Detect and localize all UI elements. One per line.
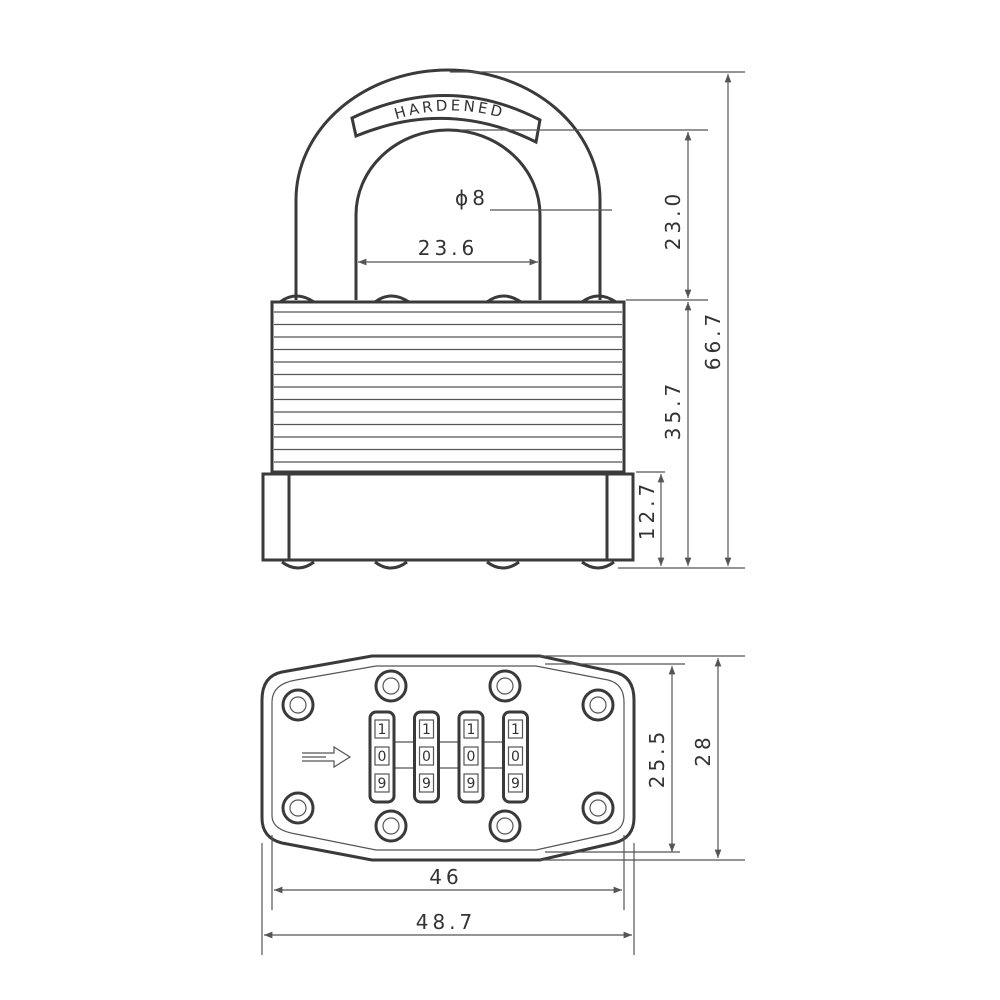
combination-dial[interactable]: 1 0 9 [368,710,396,804]
dim-total-height: 66.7 [701,74,732,566]
bottom-view: 1 0 9 1 0 9 1 0 9 1 0 9 25.5 28 46 [260,654,745,955]
dial-digit-top: 1 [467,722,476,738]
dim-shackle-inner-width: 23.6 [358,236,538,266]
dial-window [507,746,524,766]
hardened-band: HARDENED [350,94,542,145]
dim-depth-outer: 28 [691,658,722,858]
base-plate-outline [260,654,636,862]
rivet-icon [374,669,408,703]
dim-depth-inner: 25.5 [645,666,676,852]
dial-digit-bottom: 9 [378,776,387,792]
front-view: HARDENED ϕ8 [261,68,745,570]
dial-digit-middle: 0 [511,749,520,765]
shackle [294,68,602,300]
rivet-icon [281,791,315,825]
dim-width-outer: 48.7 [264,910,632,939]
laminated-body [270,300,626,474]
dial-digit-middle: 0 [422,749,431,765]
svg-text:66.7: 66.7 [701,310,725,371]
body-base [261,472,635,562]
dial-window [374,746,390,766]
dim-shackle-clearance: 23.0 [661,132,692,298]
extension-lines-bottom [261,655,745,955]
dial-window [507,773,524,793]
svg-text:ϕ8: ϕ8 [455,186,489,210]
svg-text:25.5: 25.5 [645,728,669,789]
dial-window [418,719,435,739]
dim-body-height: 35.7 [661,302,692,566]
combination-dial[interactable]: 1 0 9 [457,710,485,804]
rivet-icon [488,669,522,703]
dial-digit-middle: 0 [467,749,476,765]
top-bolts [279,294,617,304]
svg-text:35.7: 35.7 [661,380,685,441]
rivet-icon [488,809,522,843]
svg-text:23.6: 23.6 [418,236,479,260]
rivets [281,669,615,843]
svg-text:12.7: 12.7 [635,480,659,541]
combination-dial[interactable]: 1 0 9 [413,710,440,804]
dial-window [463,773,479,793]
dial-digit-bottom: 9 [467,776,476,792]
dial-digit-bottom: 9 [511,776,520,792]
rivet-icon [281,688,315,722]
rivet-icon [581,688,615,722]
arrow-indicator-icon [302,745,352,769]
rivet-icon [581,791,615,825]
dim-shackle-diameter: ϕ8 [455,186,612,211]
dial-window [374,719,390,739]
dim-base-height: 12.7 [635,474,665,566]
svg-text:28: 28 [691,733,715,766]
dial-digit-top: 1 [378,722,387,738]
dial-digit-top: 1 [422,722,431,738]
dial-digit-bottom: 9 [422,776,431,792]
extension-lines-front [450,71,745,569]
rivet-icon [374,809,408,843]
svg-text:23.0: 23.0 [661,190,685,251]
svg-text:46: 46 [429,865,462,889]
dial-window [507,719,524,739]
bottom-bolts [281,560,615,570]
dial-window [374,773,390,793]
lamination-lines [274,311,622,463]
combination-dial[interactable]: 1 0 9 [502,710,529,804]
dial-window [463,719,479,739]
dim-width-inner: 46 [274,865,622,894]
svg-text:48.7: 48.7 [416,910,477,934]
dial-window [418,773,435,793]
dial-window [418,746,435,766]
dial-digit-top: 1 [511,722,520,738]
combination-dials: 1 0 9 1 0 9 1 0 9 1 0 9 [368,710,529,804]
dial-window [463,746,479,766]
dial-digit-middle: 0 [378,749,387,765]
